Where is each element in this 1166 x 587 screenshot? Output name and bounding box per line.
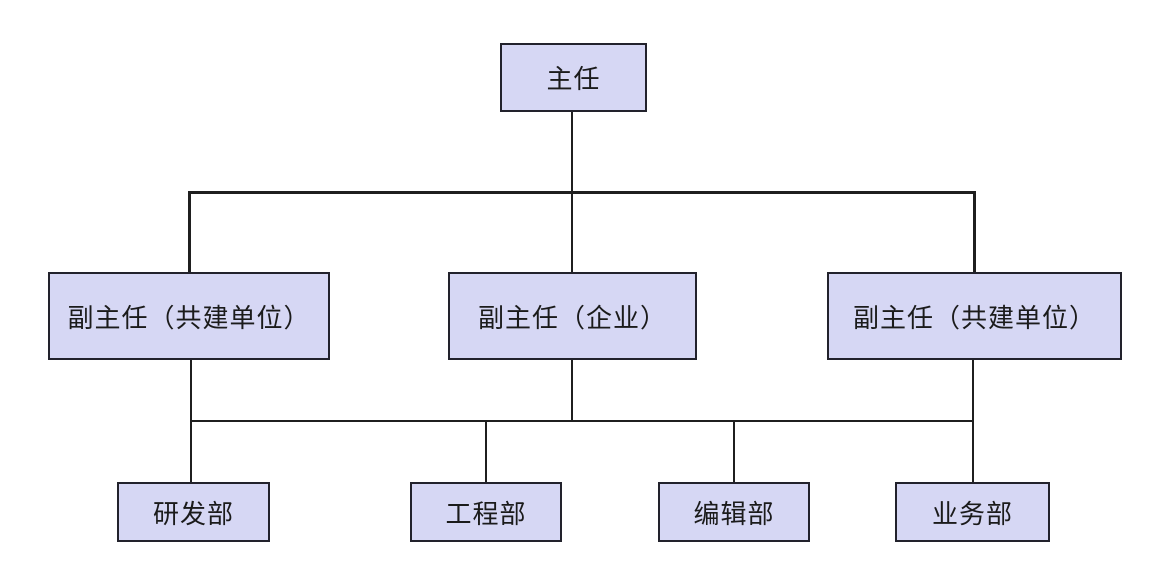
org-node-deputy-left-label: 副主任（共建单位） <box>67 302 311 333</box>
connector-top-bus <box>188 191 976 194</box>
org-node-deputy-middle-label: 副主任（企业） <box>477 302 667 333</box>
org-node-deputy-right-label: 副主任（共建单位） <box>852 302 1096 333</box>
org-node-dept-engineering-label: 工程部 <box>445 498 527 529</box>
org-node-dept-rd-label: 研发部 <box>152 498 234 529</box>
connector-top-drop-left <box>188 191 191 272</box>
connector-drop-engineering <box>485 420 487 482</box>
org-node-deputy-middle: 副主任（企业） <box>448 272 697 360</box>
org-node-director: 主任 <box>500 43 647 112</box>
connector-deputy-middle-vertical <box>571 360 573 422</box>
org-node-dept-rd: 研发部 <box>117 482 270 542</box>
connector-top-drop-right <box>973 191 976 272</box>
org-node-deputy-right: 副主任（共建单位） <box>827 272 1122 360</box>
org-node-director-label: 主任 <box>546 64 601 94</box>
org-node-dept-editorial: 编辑部 <box>658 482 810 542</box>
connector-bottom-bus <box>190 420 974 422</box>
connector-drop-editorial <box>733 420 735 482</box>
org-node-deputy-left: 副主任（共建单位） <box>48 272 330 360</box>
org-node-dept-editorial-label: 编辑部 <box>693 498 775 529</box>
org-node-dept-business: 业务部 <box>895 482 1050 542</box>
org-node-dept-engineering: 工程部 <box>410 482 562 542</box>
org-node-dept-business-label: 业务部 <box>931 498 1013 529</box>
